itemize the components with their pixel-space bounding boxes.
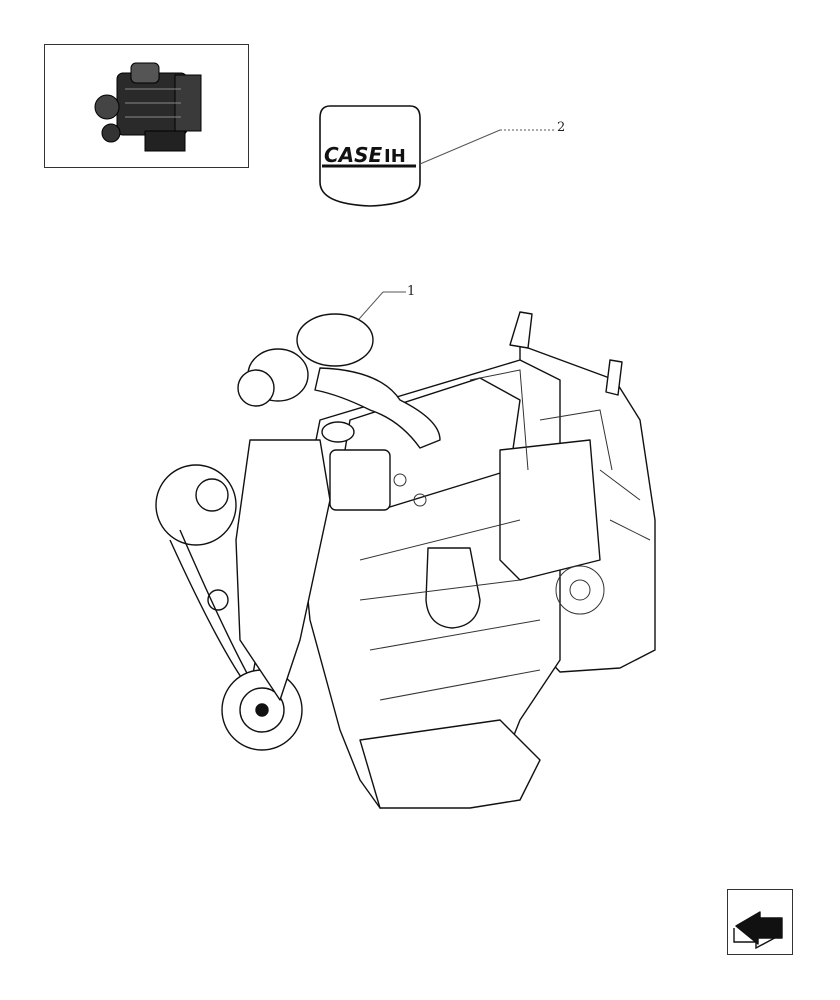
engine-detail-lines xyxy=(359,369,651,701)
decal-brand-text: CASE xyxy=(324,143,383,167)
engine-thumbnail-frame[interactable] xyxy=(44,44,249,168)
next-page-button[interactable] xyxy=(727,889,793,955)
leader-line-2 xyxy=(419,129,501,165)
callout-2: 2 xyxy=(557,120,566,135)
engine-block xyxy=(155,311,656,809)
next-page-arrow-icon xyxy=(733,911,783,950)
engine-thumbnail-icon xyxy=(94,62,202,152)
decal-brand-mark: IH xyxy=(384,146,406,167)
callout-1: 1 xyxy=(407,284,416,299)
case-ih-decal: CASE IH xyxy=(316,104,424,214)
